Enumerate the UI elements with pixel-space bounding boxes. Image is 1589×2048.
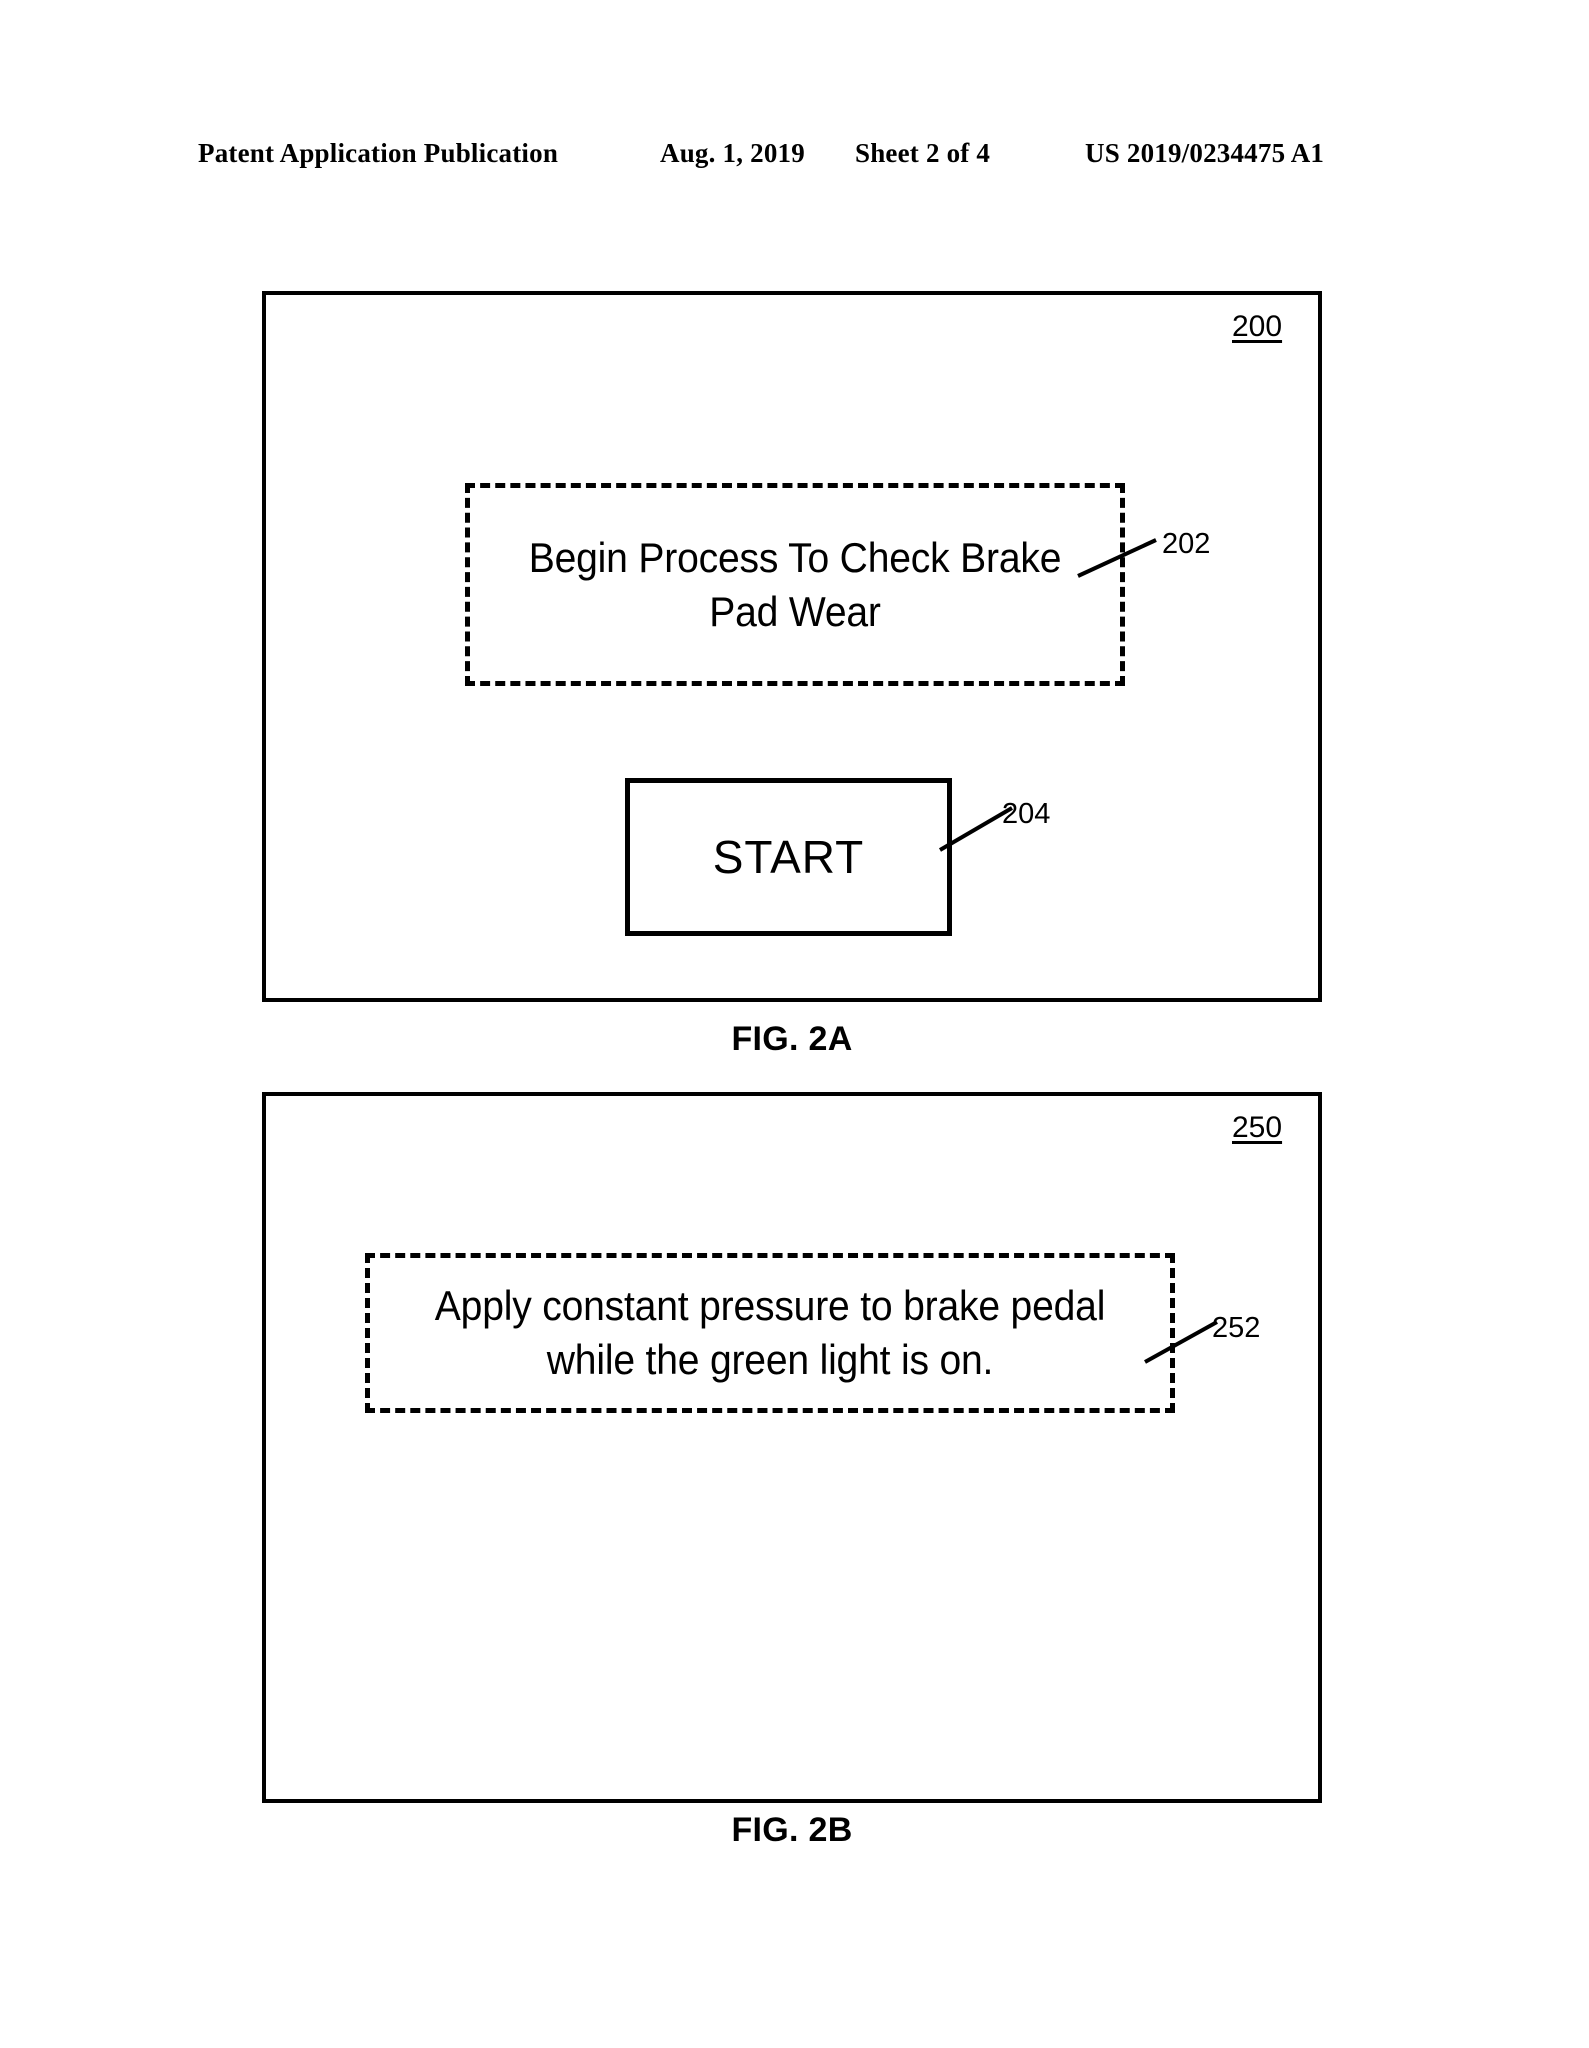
header-date-label: Aug. 1, 2019 — [660, 138, 805, 168]
fig-2a-callout-204: 204 — [1002, 798, 1051, 830]
fig-2b-instruction-panel: Apply constant pressure to brake pedal w… — [365, 1253, 1175, 1413]
header-sheet-label: Sheet 2 of 4 — [855, 138, 991, 168]
fig-2b-screen-reference-numeral: 250 — [1232, 1111, 1283, 1144]
fig-2a-screen-reference-numeral: 200 — [1232, 310, 1283, 343]
fig-2a-instruction-panel: Begin Process To Check Brake Pad Wear — [465, 483, 1125, 686]
header-publication-label: Patent Application Publication — [198, 138, 559, 168]
fig-2a-caption: FIG. 2A — [731, 1020, 853, 1058]
fig-2b-screen-frame — [262, 1092, 1322, 1803]
page-header: Patent Application Publication Aug. 1, 2… — [0, 138, 1589, 178]
fig-2b-caption: FIG. 2B — [731, 1811, 853, 1849]
header-document-number: US 2019/0234475 A1 — [1085, 138, 1325, 168]
fig-2a-start-button-label: START — [712, 831, 865, 883]
fig-2a-instruction-text: Begin Process To Check Brake Pad Wear — [528, 533, 1062, 635]
fig-2b-instruction-text: Apply constant pressure to brake pedal w… — [434, 1282, 1106, 1383]
fig-2a-callout-202: 202 — [1162, 528, 1211, 560]
fig-2a-start-button[interactable]: START — [625, 778, 952, 936]
fig-2b-callout-252: 252 — [1212, 1312, 1261, 1344]
